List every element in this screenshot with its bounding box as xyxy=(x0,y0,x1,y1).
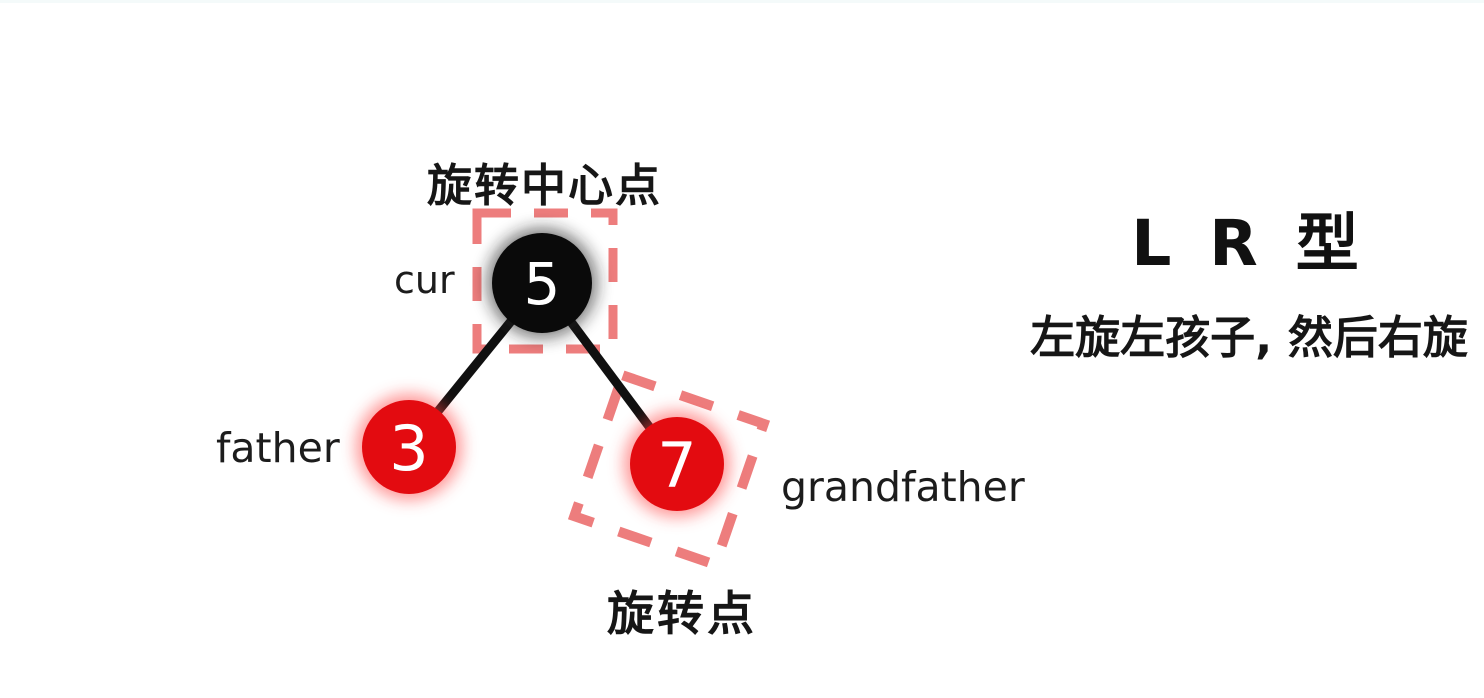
node-7: 7 xyxy=(624,411,730,517)
node-3-value: 3 xyxy=(389,412,428,485)
node-7-circle xyxy=(630,417,724,511)
headline-title: L R 型 xyxy=(1131,207,1367,280)
rotation-point-label: 旋转点 xyxy=(607,587,757,642)
node-5-circle xyxy=(492,233,592,333)
node-5-value: 5 xyxy=(524,250,561,318)
top-edge-tint xyxy=(0,0,1484,3)
rotation-center-frame xyxy=(472,208,618,354)
headline-subtitle: 左旋左孩子, 然后右旋 xyxy=(1030,311,1468,364)
node-7-value: 7 xyxy=(657,429,696,502)
node-3-circle xyxy=(362,400,456,494)
grandfather-label: grandfather xyxy=(781,463,1025,511)
headline: L R 型 左旋左孩子, 然后右旋 xyxy=(1014,208,1484,364)
node-5: 5 xyxy=(487,228,597,338)
rotation-point-frame xyxy=(567,368,771,572)
father-label: father xyxy=(216,424,340,472)
cur-label: cur xyxy=(394,258,455,302)
node-3: 3 xyxy=(356,394,462,500)
rotation-center-label: 旋转中心点 xyxy=(427,159,663,212)
